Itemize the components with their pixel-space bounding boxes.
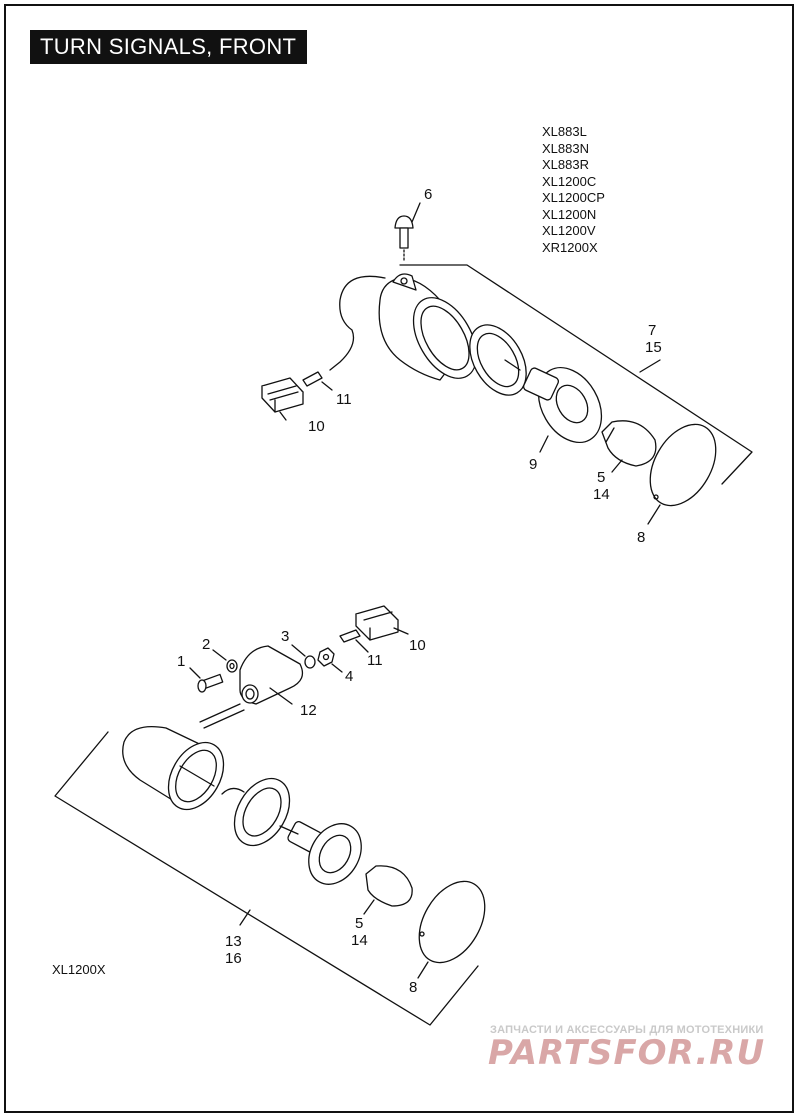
callout-6: 6 <box>424 186 433 203</box>
variant-label: XL1200X <box>52 962 106 977</box>
model-item: XL1200C <box>542 173 597 189</box>
model-item: XL1200N <box>542 206 597 222</box>
callout-10-lower: 10 <box>409 637 426 654</box>
connector-10-lower <box>355 605 409 641</box>
washer-3 <box>291 644 316 669</box>
nut-4 <box>317 647 343 673</box>
bottom-ring <box>221 777 291 847</box>
pin-11-lower <box>339 629 369 653</box>
callout-9: 9 <box>529 456 538 473</box>
callout-5-lower: 5 <box>355 915 364 932</box>
page-title: TURN SIGNALS, FRONT <box>30 30 307 64</box>
mount-bracket-12 <box>239 645 304 705</box>
bottom-assembly <box>54 605 486 1026</box>
callout-7: 7 <box>648 322 657 339</box>
callout-14-lower: 14 <box>351 932 368 949</box>
bulb-5-lower <box>363 865 413 915</box>
model-item: XL883L <box>542 124 587 139</box>
callout-3: 3 <box>281 628 290 645</box>
callout-15: 15 <box>645 339 662 356</box>
top-ring <box>469 324 527 396</box>
pin-11 <box>302 371 333 391</box>
callout-8-lower: 8 <box>409 979 418 996</box>
callout-16: 16 <box>225 950 242 967</box>
callout-11: 11 <box>336 391 352 408</box>
callout-8: 8 <box>637 529 646 546</box>
socket-lower <box>279 821 362 885</box>
callout-11-lower: 11 <box>367 652 383 669</box>
model-list: XL883L XL883N XL883R XL1200C XL1200CP XL… <box>542 124 605 256</box>
callout-4: 4 <box>345 668 354 685</box>
bolt-1 <box>189 667 224 693</box>
model-item: XL1200V <box>542 223 596 238</box>
top-assembly <box>261 202 753 525</box>
screw-6 <box>394 202 421 263</box>
connector-10 <box>261 377 304 421</box>
model-item: XR1200X <box>542 239 598 255</box>
lens-8-lower <box>417 880 486 979</box>
callout-2: 2 <box>202 636 211 653</box>
bottom-housing <box>122 725 225 811</box>
page-frame <box>4 4 794 1113</box>
callout-13: 13 <box>225 933 242 950</box>
model-item: XL1200CP <box>542 190 605 205</box>
watermark-tagline: ЗАПЧАСТИ И АКСЕССУАРЫ ДЛЯ МОТОТЕХНИКИ <box>490 1024 764 1036</box>
model-item: XL883N <box>542 140 589 156</box>
callout-14: 14 <box>593 486 610 503</box>
watermark-brand: PARTSFOR.RU <box>488 1033 766 1073</box>
callout-1: 1 <box>177 653 186 670</box>
lens-8 <box>647 423 717 525</box>
callout-5: 5 <box>597 469 606 486</box>
callout-10: 10 <box>308 418 325 435</box>
model-item: XL883R <box>542 157 589 172</box>
top-housing <box>378 273 478 381</box>
callout-12: 12 <box>300 702 317 719</box>
top-assembly-bracket <box>399 264 753 485</box>
socket-9 <box>504 359 603 453</box>
bottom-assembly-bracket <box>54 731 479 1026</box>
bulb-5 <box>601 420 657 473</box>
washer-2 <box>212 649 238 673</box>
